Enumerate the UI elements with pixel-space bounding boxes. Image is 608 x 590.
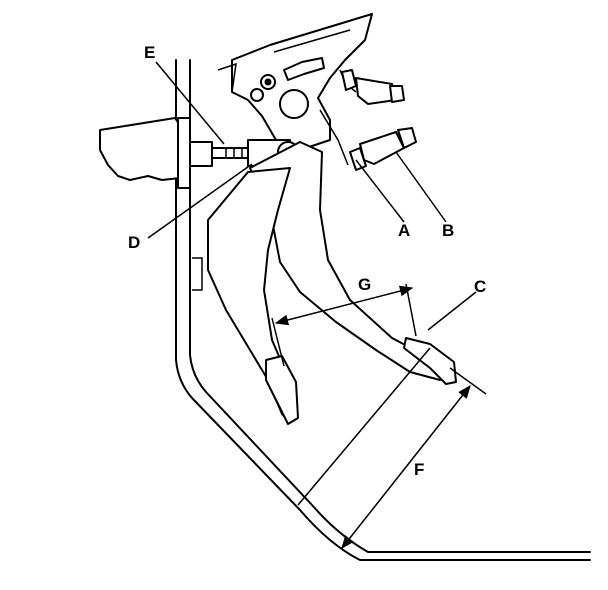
pedal-bracket [217,13,373,166]
label-e: E [144,43,155,62]
switch-lower [349,127,417,171]
dimension-g [271,283,417,367]
label-d: D [128,233,140,252]
pivot-assembly [250,57,325,119]
pedal-arm-front [207,167,299,425]
switch-upper [341,69,405,105]
brake-pedal-arm [249,141,457,385]
brake-booster [99,117,191,189]
label-a: A [398,221,410,240]
label-b: B [442,221,454,240]
dimension-f [297,347,487,550]
label-c: C [474,277,486,296]
label-g: G [358,275,371,294]
label-f: F [414,460,424,479]
leader-lines [147,61,477,331]
